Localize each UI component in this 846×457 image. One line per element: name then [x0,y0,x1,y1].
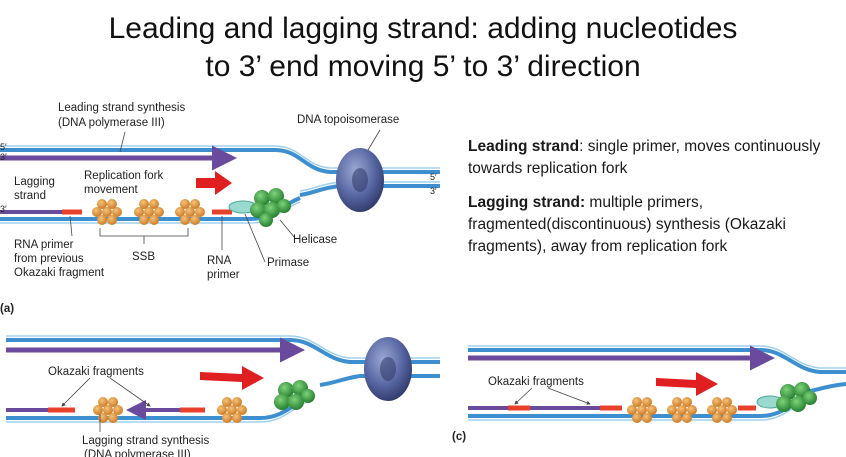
slide-title: Leading and lagging strand: adding nucle… [0,10,846,86]
label-leading-enzyme: (DNA polymerase III) [58,117,165,129]
label-rna-primer-1: RNA [207,255,232,267]
label-rna-primer-prev-3: Okazaki fragment [14,267,105,279]
title-line-1: Leading and lagging strand: adding nucle… [108,12,738,45]
ssb-cluster [175,199,205,225]
label-ssb: SSB [132,251,155,263]
description-text: Leading strand: single primer, moves con… [468,136,838,270]
lagging-strand-text: multiple primers, fragmented(discontinuo… [468,194,786,255]
label-leading-synthesis: Leading strand synthesis [58,102,185,114]
label-rna-primer-prev-2: from previous [14,253,84,265]
label-lagging-enzyme: (DNA polymerase III) [84,449,191,457]
ssb-cluster [93,397,123,423]
ssb-cluster [627,397,657,423]
title-line-2: to 3’ end moving 5’ to 3’ direction [205,50,641,83]
leading-strand-text: : single primer, moves continuously towa… [468,138,821,177]
label-lagging-2: strand [14,190,46,202]
label-helicase: Helicase [293,234,337,246]
label-okazaki-c: Okazaki fragments [488,376,584,388]
lagging-strand-term: Lagging strand: [468,194,586,211]
ssb-cluster [707,397,737,423]
label-rna-primer-prev-1: RNA primer [14,239,74,251]
ssb-cluster [217,397,247,423]
label-topoisomerase: DNA topoisomerase [297,114,399,126]
label-end-5: 5′ [430,172,437,182]
label-panel-c: (c) [452,431,466,443]
label-primase: Primase [267,257,309,269]
label-end-3: 3′ [430,186,437,196]
ssb-cluster [134,199,164,225]
helicase-shape [274,380,315,410]
label-panel-a: (a) [0,303,14,315]
label-fork-movement-1: Replication fork [84,170,164,182]
label-left-5: 5′ [0,142,7,152]
panel-b: Okazaki fragments Lagging strand synthes… [6,335,440,457]
ssb-cluster [92,199,122,225]
label-left-3: 3′ [0,152,7,162]
label-lagging-synthesis: Lagging strand synthesis [82,435,209,447]
label-left-3b: 3′ [0,204,7,214]
panel-a: Leading strand synthesis (DNA polymerase… [0,102,440,315]
leading-strand-term: Leading strand [468,138,580,155]
helicase-shape [250,188,291,227]
ssb-cluster [667,397,697,423]
label-okazaki-b: Okazaki fragments [48,366,144,378]
label-fork-movement-2: movement [84,184,138,196]
label-rna-primer-2: primer [207,269,240,281]
lagging-strand-description: Lagging strand: multiple primers, fragme… [468,192,838,258]
fork-movement-arrow [656,372,718,396]
fork-movement-arrow [200,366,264,390]
helicase-shape [776,382,817,412]
label-lagging-1: Lagging [14,176,55,188]
leading-template-strand [0,148,440,174]
fork-movement-arrow [196,171,232,195]
panel-c: Okazaki fragments (c) [452,345,846,443]
leading-strand-description: Leading strand: single primer, moves con… [468,136,838,180]
